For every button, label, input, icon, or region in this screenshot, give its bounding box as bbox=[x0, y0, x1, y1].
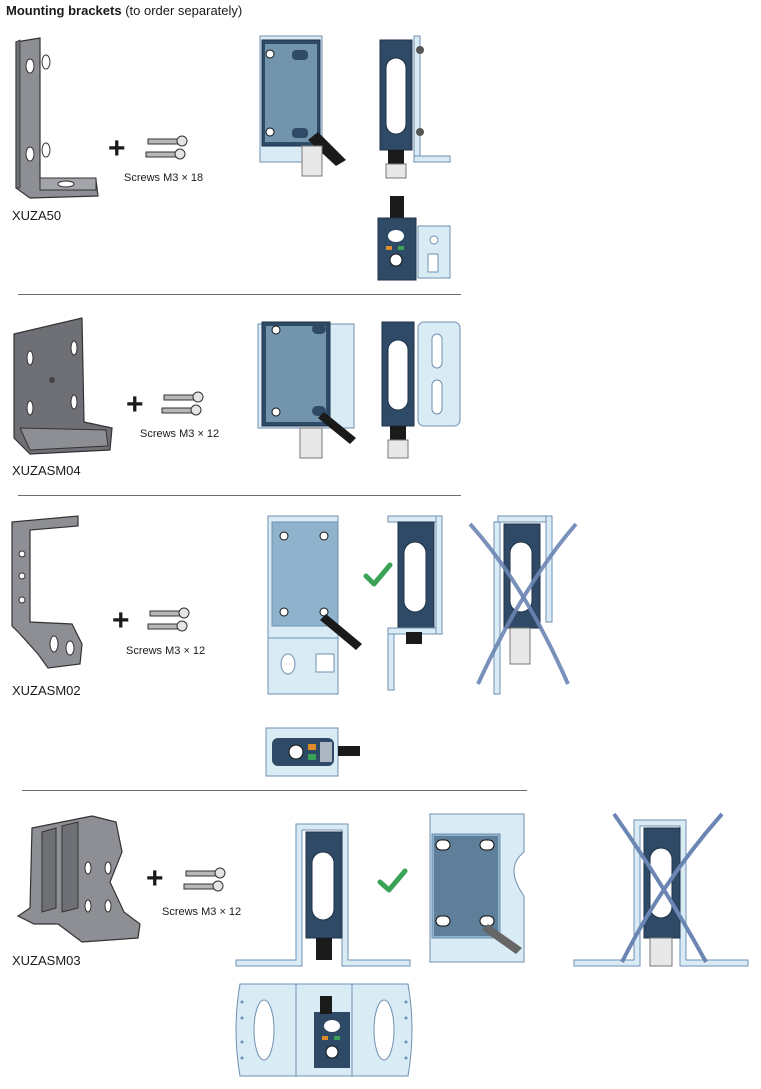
sensor-top-view bbox=[377, 196, 451, 281]
sensor-side-view bbox=[381, 321, 461, 459]
cross-icon bbox=[612, 812, 724, 963]
check-icon bbox=[363, 562, 393, 587]
sensor-top-view bbox=[235, 983, 413, 1077]
sensor-side-view bbox=[379, 35, 451, 179]
screws-icon bbox=[161, 391, 204, 416]
bracket-xuzasm02-image bbox=[11, 515, 83, 669]
page-title: Mounting brackets (to order separately) bbox=[6, 3, 243, 18]
sensor-side-view-wrong bbox=[573, 812, 749, 967]
sensor-front-view bbox=[267, 515, 362, 695]
sensor-front-view bbox=[429, 813, 525, 963]
bracket-xuza50-image bbox=[15, 37, 99, 199]
bracket-xuzasm03-image bbox=[16, 815, 141, 943]
screws-label: Screws M3 × 12 bbox=[162, 906, 242, 918]
screws-label: Screws M3 × 18 bbox=[124, 172, 204, 184]
bracket-xuzasm04-image bbox=[13, 317, 113, 455]
section-divider bbox=[22, 790, 527, 791]
sensor-side-view-wrong bbox=[468, 515, 578, 695]
reference-label: XUZASM04 bbox=[12, 463, 81, 478]
sensor-front-view bbox=[257, 321, 356, 459]
section-divider bbox=[18, 294, 461, 295]
check-icon bbox=[377, 868, 408, 893]
sensor-side-view-correct bbox=[387, 515, 443, 691]
sensor-front-view bbox=[259, 35, 346, 177]
plus-icon: + bbox=[146, 862, 164, 895]
plus-icon: + bbox=[126, 388, 144, 421]
plus-icon: + bbox=[112, 604, 130, 637]
screws-icon bbox=[183, 867, 226, 892]
screws-label: Screws M3 × 12 bbox=[140, 428, 220, 440]
screws-icon bbox=[147, 607, 190, 632]
cross-icon bbox=[468, 522, 578, 685]
reference-label: XUZASM02 bbox=[12, 683, 81, 698]
section-divider bbox=[18, 495, 461, 496]
reference-label: XUZA50 bbox=[12, 208, 62, 223]
plus-icon: + bbox=[108, 132, 126, 165]
sensor-top-view bbox=[265, 727, 360, 777]
screws-icon bbox=[145, 135, 188, 160]
reference-label: XUZASM03 bbox=[12, 953, 81, 968]
screws-label: Screws M3 × 12 bbox=[126, 645, 206, 657]
sensor-side-view-correct bbox=[235, 823, 411, 967]
